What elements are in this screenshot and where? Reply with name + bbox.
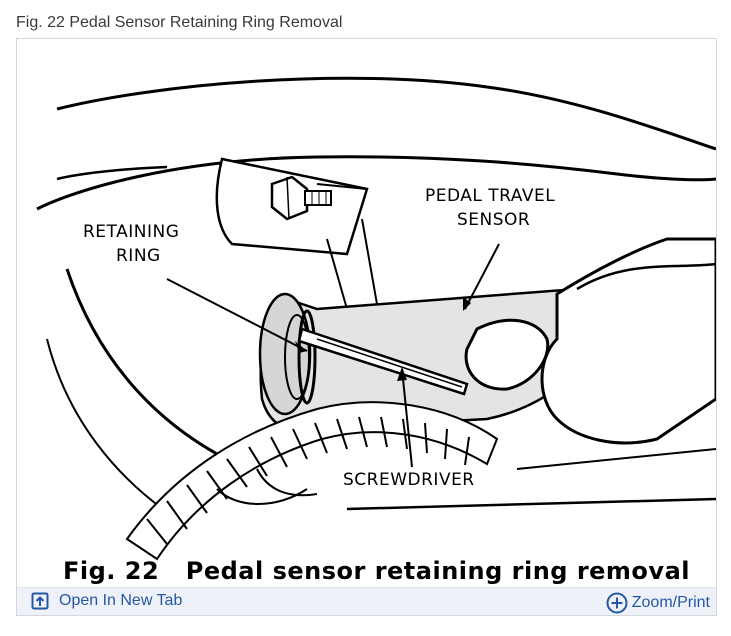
figure-toolbar: Open In New Tab Zoom/Print xyxy=(17,587,716,615)
zoom-plus-icon xyxy=(606,592,628,614)
corrugated-hose xyxy=(125,401,499,561)
pedal-sensor-illustration: PEDAL TRAVEL SENSOR RETAINING RING SCREW… xyxy=(36,76,716,561)
figure-frame: PEDAL TRAVEL SENSOR RETAINING RING SCREW… xyxy=(16,38,717,616)
zoom-print-link[interactable]: Zoom/Print xyxy=(606,592,710,614)
hex-nut xyxy=(270,175,332,221)
caption-number: Fig. 22 xyxy=(63,557,160,585)
callout-pedal-travel-sensor-line2: SENSOR xyxy=(457,210,530,230)
callout-screwdriver: SCREWDRIVER xyxy=(343,470,475,490)
callout-retaining-ring-line2: RING xyxy=(116,246,161,266)
open-new-tab-icon xyxy=(31,592,49,610)
figure-caption: Fig. 22 Pedal sensor retaining ring remo… xyxy=(63,557,690,585)
callout-pedal-travel-sensor-line1: PEDAL TRAVEL xyxy=(425,186,555,206)
page-title: Fig. 22 Pedal Sensor Retaining Ring Remo… xyxy=(16,14,343,31)
open-in-new-tab-link[interactable]: Open In New Tab xyxy=(31,592,182,610)
open-in-new-tab-label: Open In New Tab xyxy=(59,592,183,609)
zoom-print-label: Zoom/Print xyxy=(631,594,710,611)
caption-text: Pedal sensor retaining ring removal xyxy=(185,557,690,585)
callout-retaining-ring-line1: RETAINING xyxy=(83,222,179,242)
